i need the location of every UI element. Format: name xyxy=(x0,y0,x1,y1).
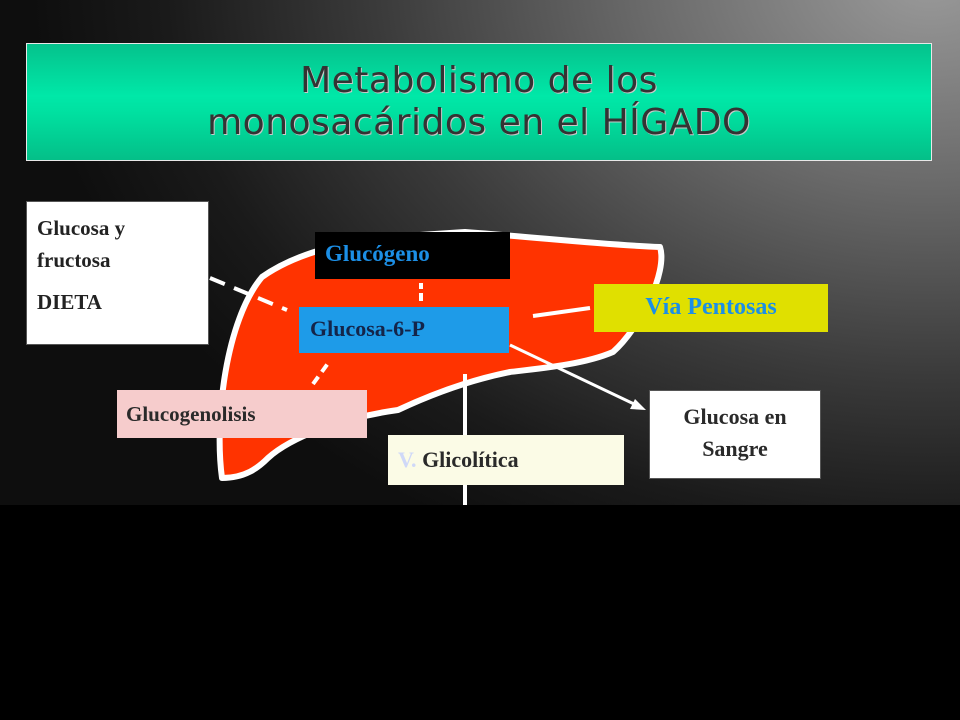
sangre-line-2: Sangre xyxy=(702,436,768,461)
glicolitica-label: Glicolítica xyxy=(422,447,519,472)
diet-line-2: fructosa xyxy=(37,248,111,272)
glucosa-en-sangre-box: Glucosa en Sangre xyxy=(649,390,821,479)
glucogeno-box: Glucógeno xyxy=(315,232,510,279)
diet-line-1: Glucosa y xyxy=(37,216,126,240)
arrow-glucogenolisis-to-g6p xyxy=(311,360,331,386)
via-pentosas-box: Vía Pentosas xyxy=(594,284,828,332)
title-line-2: monosacáridos en el HÍGADO xyxy=(207,102,751,143)
via-glicolitica-box: V. Glicolítica xyxy=(388,435,624,485)
diet-line-3: DIETA xyxy=(37,290,102,314)
sangre-line-1: Glucosa en xyxy=(683,404,787,429)
arrow-g6p-to-pentosas xyxy=(532,306,591,318)
glucogenolisis-box: Glucogenolisis xyxy=(117,390,367,438)
arrow-diet-to-g6p xyxy=(209,276,288,312)
arrow-g6p-to-sangre xyxy=(509,343,635,406)
title-banner: Metabolismo de los monosacáridos en el H… xyxy=(26,43,932,161)
glicolitica-prefix: V. xyxy=(398,447,417,472)
diet-glucose-fructose-box: Glucosa y fructosa DIETA xyxy=(26,201,209,345)
arrowhead-sangre xyxy=(630,399,646,410)
glucosa-6-p-box: Glucosa-6-P xyxy=(299,307,509,353)
bottom-black-band xyxy=(0,505,960,720)
title-line-1: Metabolismo de los xyxy=(300,60,658,101)
